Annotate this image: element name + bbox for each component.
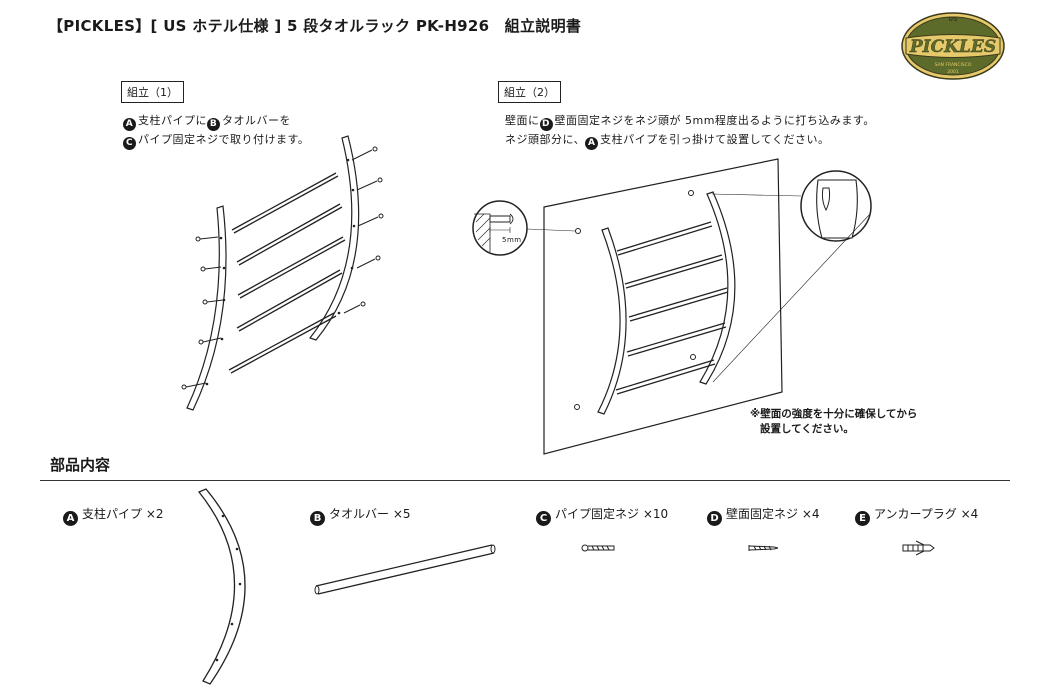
- step1-label: 組立（1）: [121, 81, 184, 103]
- wall-strength-note: ※壁面の強度を十分に確保してから 設置してください。: [750, 407, 917, 437]
- screw-depth-detail: [472, 200, 528, 256]
- mounted-right-upright: [699, 191, 736, 385]
- badge-b: B: [310, 511, 325, 526]
- badge-a: A: [585, 137, 599, 150]
- part-c-label: C パイプ固定ネジ ×10: [536, 505, 668, 526]
- step1-text-c: パイプ固定ネジで取り付けます。: [138, 133, 310, 146]
- badge-d: D: [707, 511, 722, 526]
- part-a-upright-pipe: [197, 488, 246, 685]
- pipe-holes: [205, 158, 356, 386]
- logo-wordmark: PICKLES: [909, 37, 996, 57]
- part-d-name: 壁面固定ネジ ×4: [726, 507, 820, 521]
- part-d-wall-screw: [748, 545, 779, 551]
- step2-text-1: 壁面に: [505, 114, 540, 127]
- part-a-label: A 支柱パイプ ×2: [63, 505, 164, 526]
- note-line2: 設置してください。: [760, 423, 854, 435]
- part-b-label: B タオルバー ×5: [310, 505, 411, 526]
- wall-screws: [574, 190, 696, 410]
- part-e-anchor-plug: [902, 540, 935, 556]
- page-title: 【PICKLES】[ US ホテル仕様 ] 5 段タオルラック PK-H926 …: [48, 17, 582, 35]
- mounted-left-upright: [597, 227, 627, 415]
- step2-wall-installation: [472, 158, 872, 455]
- badge-c: C: [536, 511, 551, 526]
- logo-band: [905, 34, 1001, 58]
- right-upright-pipe: [308, 135, 360, 341]
- right-fixing-screws: [343, 146, 384, 314]
- step1-text-b: タオルバーを: [222, 114, 291, 127]
- left-fixing-screws: [181, 236, 224, 390]
- logo-top-text: US: [948, 16, 957, 23]
- note-line1: ※壁面の強度を十分に確保してから: [750, 408, 918, 420]
- parts-illustrations: [197, 488, 935, 685]
- pickles-logo: US PICKLES SAN FRANCISCO 2001: [901, 12, 1005, 80]
- step2-text-4: 支柱パイプを引っ掛けて設置してください。: [600, 133, 830, 146]
- part-b-towel-bar: [315, 544, 495, 595]
- part-d-label: D 壁面固定ネジ ×4: [707, 505, 820, 526]
- badge-a: A: [63, 511, 78, 526]
- badge-e: E: [855, 511, 870, 526]
- badge-a: A: [123, 118, 136, 131]
- dimension-5mm-label: 5mm: [502, 236, 522, 244]
- left-upright-pipe: [186, 205, 227, 411]
- badge-d: D: [539, 118, 553, 131]
- step1-exploded-rack: [181, 135, 384, 411]
- section-divider: [40, 480, 1010, 481]
- part-a-name: 支柱パイプ ×2: [82, 507, 164, 521]
- part-e-label: E アンカープラグ ×4: [855, 505, 978, 526]
- part-c-name: パイプ固定ネジ ×10: [555, 507, 669, 521]
- part-e-name: アンカープラグ ×4: [874, 507, 979, 521]
- step2-text-2: 壁面固定ネジをネジ頭が 5mm程度出るように打ち込みます。: [554, 114, 875, 127]
- badge-b: B: [207, 118, 220, 131]
- parts-section-title: 部品内容: [50, 456, 111, 474]
- logo-bottom-text: SAN FRANCISCO: [935, 62, 972, 68]
- step2-text-3: ネジ頭部分に、: [505, 133, 586, 146]
- wall-hatch: [475, 213, 491, 247]
- logo-year: 2001: [947, 69, 959, 75]
- part-c-pipe-screw: [581, 544, 615, 552]
- mounted-towel-bars: [615, 221, 729, 395]
- step2-label: 組立（2）: [498, 81, 561, 103]
- badge-c: C: [123, 137, 136, 150]
- part-b-name: タオルバー ×5: [329, 507, 411, 521]
- towel-bars: [228, 172, 346, 374]
- step1-text-a: 支柱パイプに: [138, 114, 207, 127]
